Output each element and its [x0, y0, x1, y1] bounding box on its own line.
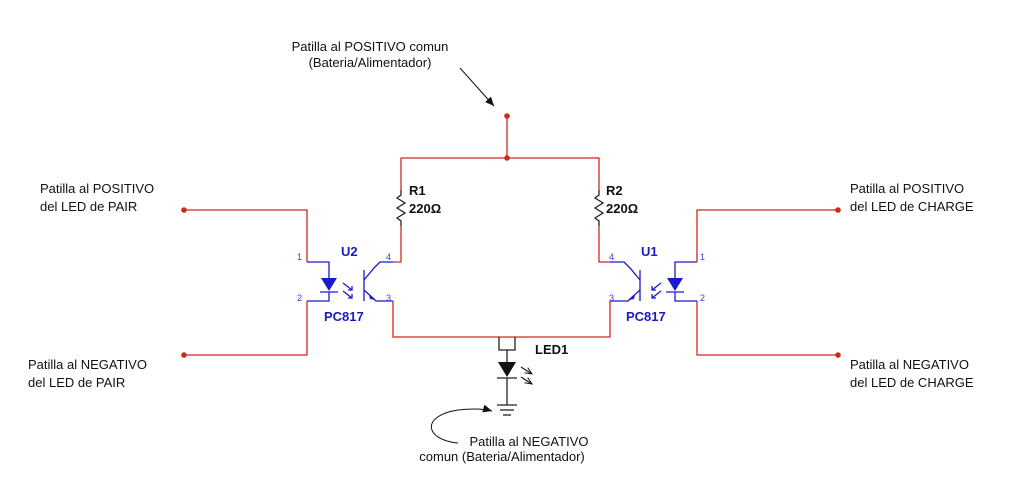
u2-pin2-lead: [307, 292, 330, 302]
r1-to-u2-wire: [393, 226, 402, 263]
r2-ref: R2: [606, 183, 623, 198]
charge-positive-label-1: Patilla al POSITIVO: [850, 181, 964, 196]
u2-led-symbol: [321, 278, 337, 291]
charge-negative-wire: [696, 301, 838, 356]
pair-positive-terminal[interactable]: [181, 207, 187, 213]
u1-emitter: [610, 289, 641, 302]
negative-common-label-2: comun (Bateria/Alimentador): [419, 449, 584, 464]
charge-negative-label-2: del LED de CHARGE: [850, 375, 974, 390]
r2-value: 220Ω: [606, 201, 638, 216]
led1-top-lead: [498, 337, 516, 351]
u1-pin4: 4: [609, 252, 614, 262]
pair-positive-label-2: del LED de PAIR: [40, 199, 137, 214]
top-bus-wire: [400, 157, 600, 190]
positive-common-arrow: [459, 67, 495, 107]
charge-negative-terminal[interactable]: [835, 352, 841, 358]
u1-emitter-to-led-wire: [507, 301, 611, 338]
pair-positive-label-1: Patilla al POSITIVO: [40, 181, 154, 196]
u1-light-arrow-head-2: [651, 294, 656, 299]
resistor-r2: [593, 190, 610, 263]
negative-common-arrow: [430, 404, 493, 444]
negative-common-label-1: Patilla al NEGATIVO: [470, 434, 589, 449]
u2-pin4: 4: [386, 252, 391, 262]
u2-pin3: 3: [386, 293, 391, 303]
u2-ref: U2: [341, 244, 358, 259]
r2-zigzag: [593, 190, 605, 226]
led1-diode-symbol: [498, 362, 516, 377]
optocoupler-u1: [610, 261, 697, 302]
u1-part: PC817: [626, 309, 666, 324]
led1-light-arrow-2: [520, 376, 532, 384]
u1-light-arrow-1: [651, 282, 662, 291]
positive-common-label-2: (Bateria/Alimentador): [309, 55, 432, 70]
r2-to-u1-wire: [598, 226, 610, 263]
u2-pin1-lead: [307, 261, 330, 278]
top-junction-dot: [504, 155, 510, 161]
pair-negative-wire: [184, 301, 308, 356]
u2-light-arrow-head-2: [348, 294, 353, 299]
r1-zigzag: [395, 190, 407, 226]
positive-common-terminal[interactable]: [504, 113, 510, 119]
supply-wires: [400, 116, 600, 190]
charge-positive-label-2: del LED de CHARGE: [850, 199, 974, 214]
u2-emitter-to-led-wire: [392, 301, 507, 338]
u2-pin2: 2: [297, 293, 302, 303]
u1-pin1-lead: [674, 261, 697, 278]
led1: [497, 337, 532, 405]
u2-pin1: 1: [297, 252, 302, 262]
u1-light-arrow-head-1: [651, 286, 656, 291]
pair-negative-label-2: del LED de PAIR: [28, 375, 125, 390]
u1-collector: [610, 261, 641, 281]
u2-collector: [363, 261, 393, 281]
charge-positive-terminal[interactable]: [835, 207, 841, 213]
u2-light-arrow-2: [342, 290, 353, 299]
u1-ref: U1: [641, 244, 658, 259]
u2-light-arrow-head-1: [348, 286, 353, 291]
pair-negative-terminal[interactable]: [181, 352, 187, 358]
r1-ref: R1: [409, 183, 426, 198]
pair-negative-label-1: Patilla al NEGATIVO: [28, 357, 147, 372]
positive-common-label-1: Patilla al POSITIVO comun: [292, 39, 449, 54]
led1-ref: LED1: [535, 342, 568, 357]
u1-emitter-arrow: [629, 295, 635, 300]
u2-emitter-arrow: [369, 295, 375, 300]
u2-light-arrow-1: [342, 282, 353, 291]
u2-part: PC817: [324, 309, 364, 324]
u1-pin3: 3: [609, 293, 614, 303]
pair-positive-wire: [184, 209, 308, 262]
charge-negative-label-1: Patilla al NEGATIVO: [850, 357, 969, 372]
u1-pin1: 1: [700, 252, 705, 262]
charge-positive-wire: [696, 209, 838, 262]
u1-pin2-lead: [674, 292, 697, 302]
u1-pin2: 2: [700, 293, 705, 303]
ground-icon: [497, 404, 517, 416]
optocoupler-u2: [307, 261, 393, 302]
resistor-r1: [393, 190, 407, 263]
u1-light-arrow-2: [651, 290, 662, 299]
u1-led-symbol: [667, 278, 683, 291]
r1-value: 220Ω: [409, 201, 441, 216]
led1-light-arrow-1: [520, 366, 532, 374]
